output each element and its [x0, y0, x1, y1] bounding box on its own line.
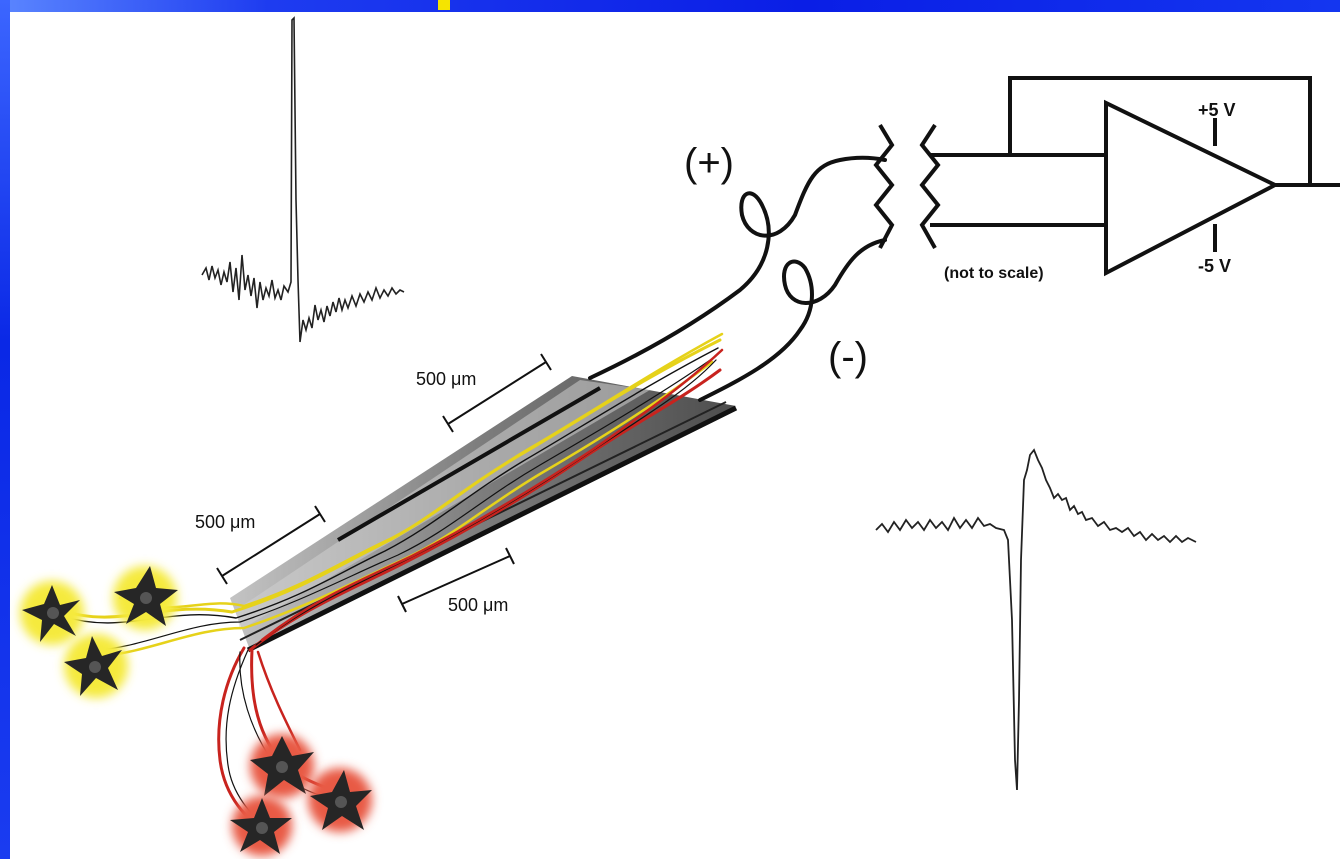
- slide-accent-mark: [438, 0, 450, 10]
- minus-supply-label: -5 V: [1198, 256, 1231, 276]
- scale-bar-top-label: 500 μm: [416, 369, 476, 389]
- plus-supply-label: +5 V: [1198, 100, 1236, 120]
- lead-wires: [588, 155, 887, 402]
- yellow-neuron-3: [64, 634, 128, 698]
- scale-bar-left-label: 500 μm: [195, 512, 255, 532]
- red-neuron-2: [308, 768, 372, 832]
- op-amp-triangle-icon: [1104, 99, 1280, 277]
- amplifier-circuit: [930, 76, 1340, 277]
- spike-trace-lower: [875, 448, 1197, 791]
- spike-trace-upper: [201, 16, 405, 343]
- minus-lead-wire: [698, 238, 887, 402]
- scale-bar-bottom-label: 500 μm: [448, 595, 508, 615]
- slide-top-border: [0, 0, 1340, 12]
- yellow-neuron-1: [20, 581, 84, 645]
- plus-terminal-label: (+): [684, 141, 734, 185]
- scale-bar-bottom: [397, 547, 515, 613]
- scale-bar-left: [216, 505, 326, 585]
- plus-lead-wire: [588, 155, 887, 380]
- wire-break-marks: [873, 123, 941, 249]
- yellow-neuron-cluster: [20, 566, 178, 698]
- red-neuron-cluster: [230, 734, 372, 856]
- slide-left-border: [0, 0, 10, 859]
- red-neuron-1: [250, 734, 314, 798]
- red-neuron-3: [230, 796, 292, 856]
- scale-bar-top: [442, 353, 552, 433]
- minus-terminal-label: (-): [828, 335, 868, 379]
- not-to-scale-label: (not to scale): [944, 265, 1044, 282]
- yellow-neuron-2: [113, 566, 178, 630]
